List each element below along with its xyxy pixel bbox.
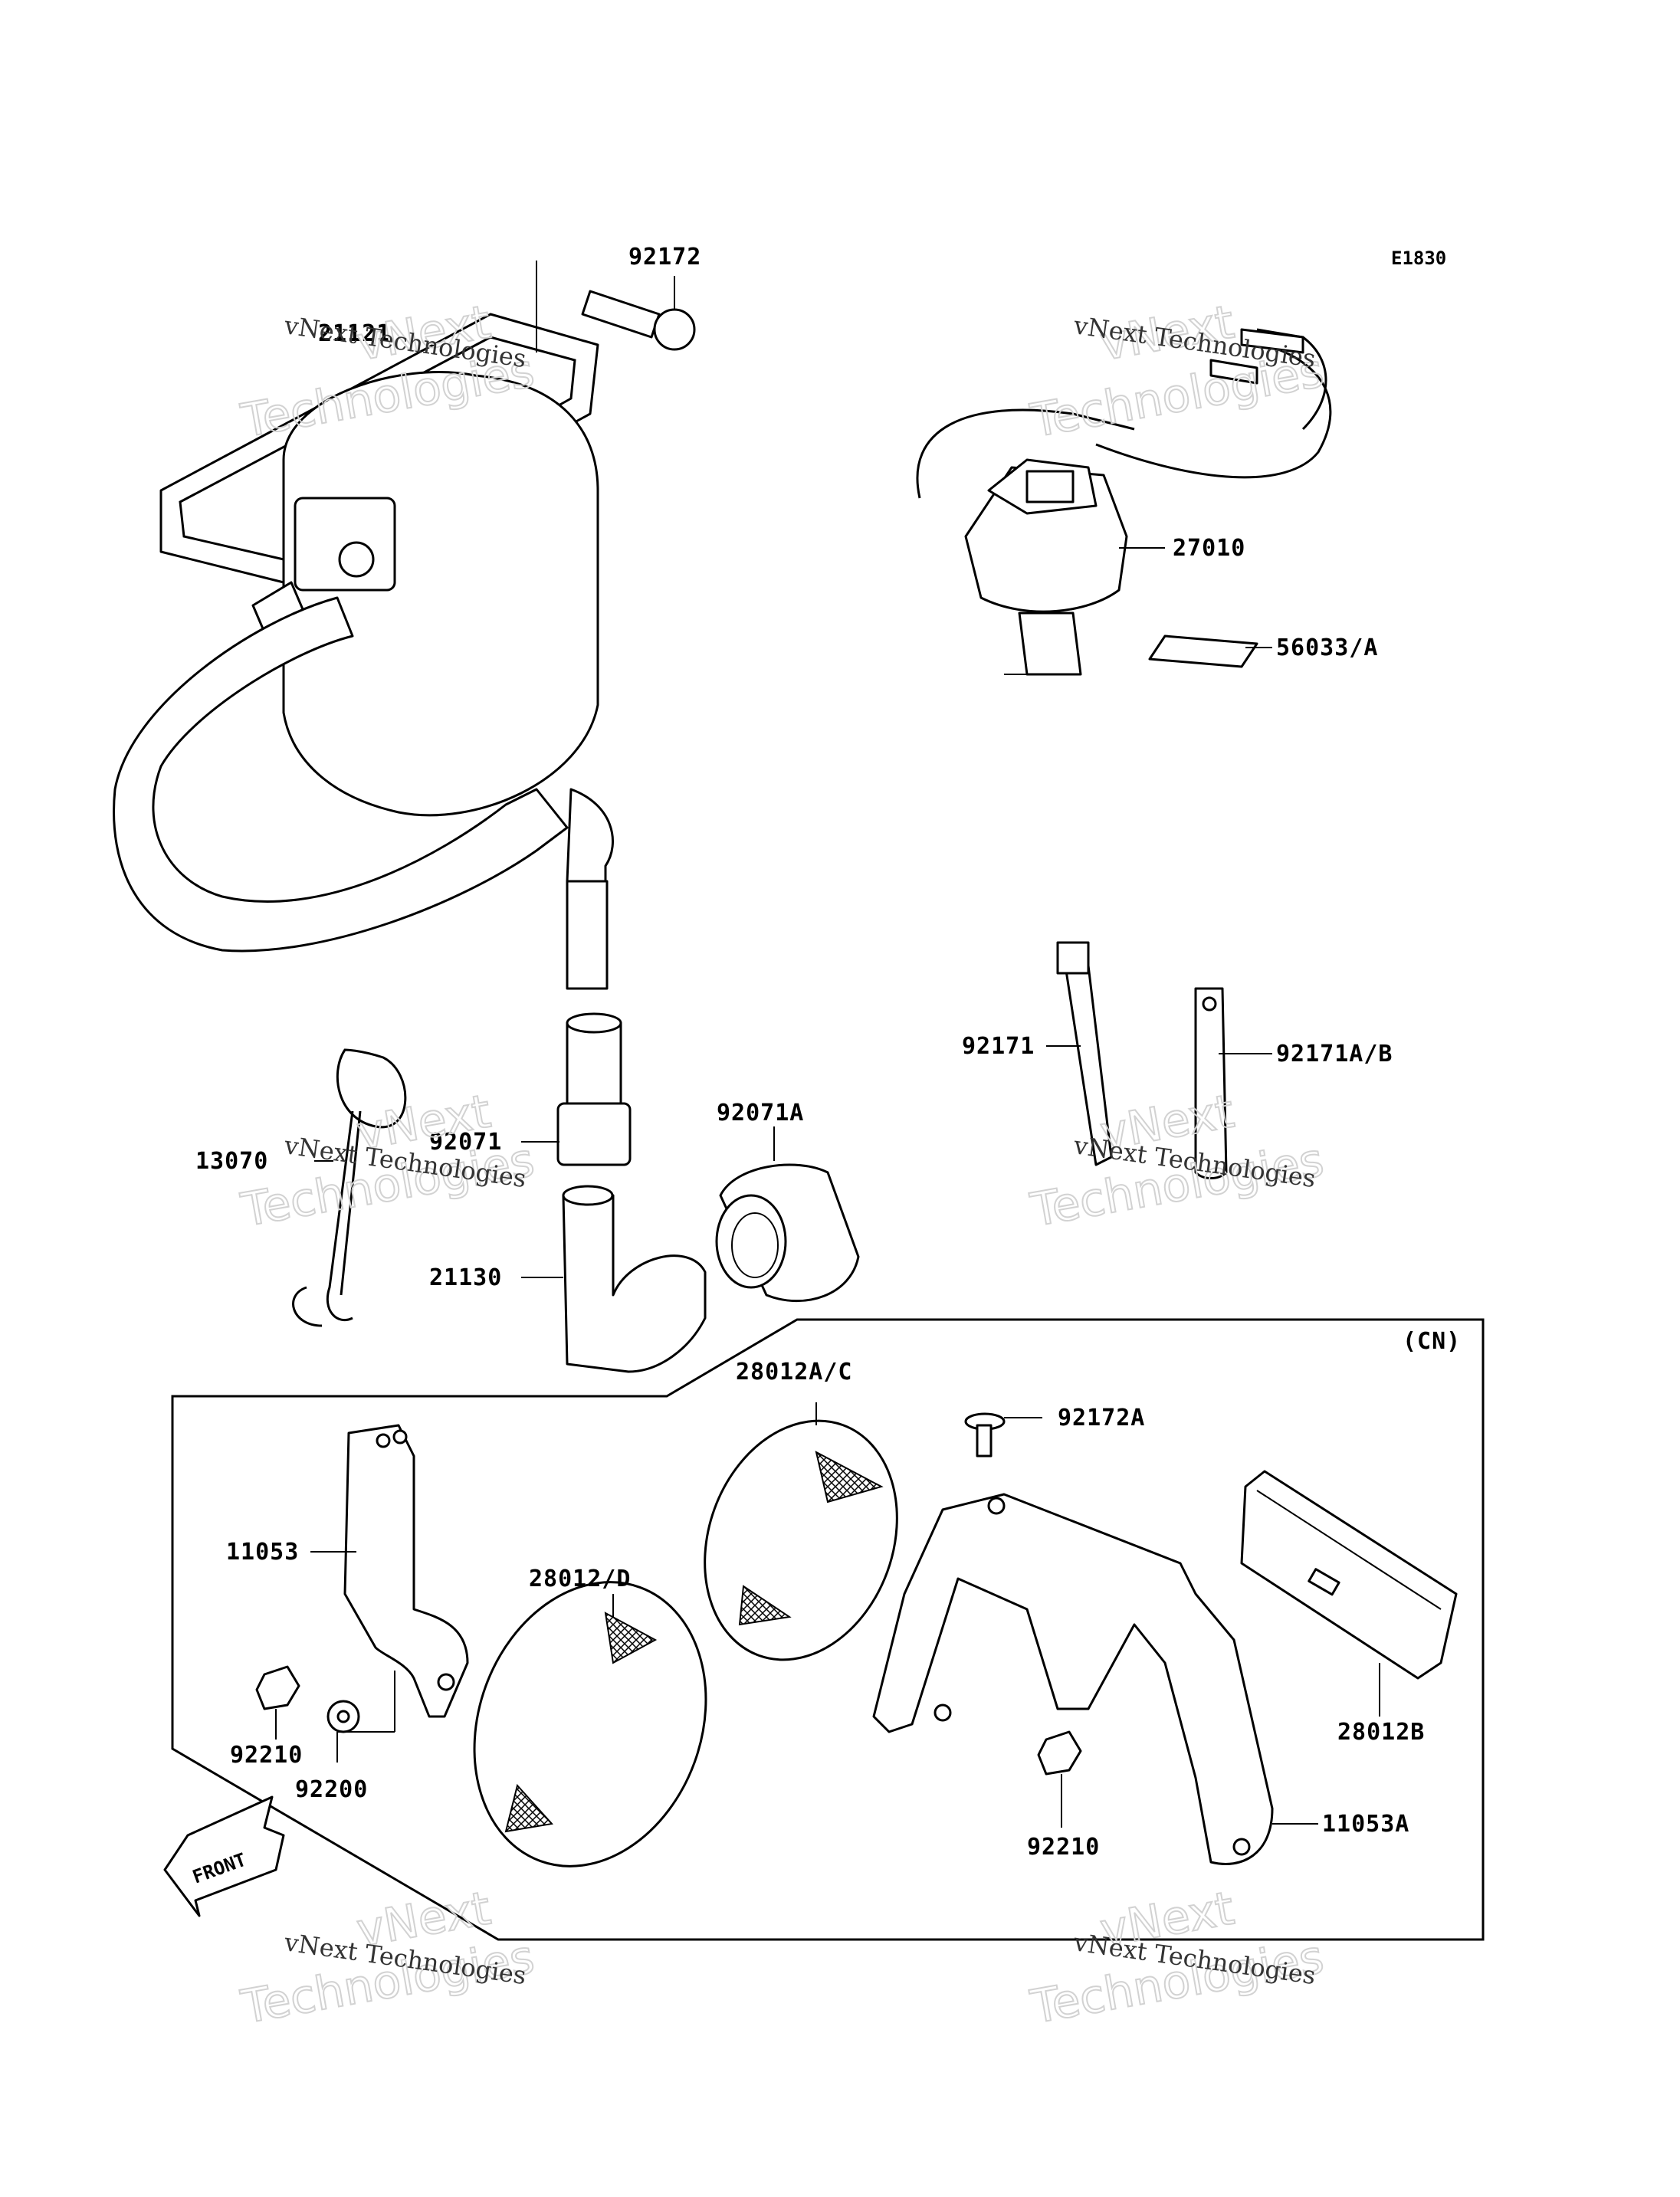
part-label-28012d: 28012/D [529,1566,631,1592]
watermark-middle-right: Technologies vNext vNext Technologies [1025,1084,1328,1238]
part-label-21130: 21130 [429,1264,502,1291]
watermark-middle-left: Technologies vNext vNext Technologies [236,1084,539,1238]
part-label-92210-left: 92210 [230,1742,303,1769]
screw-92172a-drawing [964,1412,1006,1458]
bracket-11053a-drawing [872,1493,1274,1865]
bands-92171-drawing [1056,941,1228,1179]
reflector-28012b-drawing [1240,1470,1458,1680]
watermark-top-right: Technologies vNext vNext Technologies [1025,294,1328,449]
switch-27010-drawing [916,328,1332,676]
part-label-21121: 21121 [318,320,391,347]
part-label-92071a: 92071A [717,1100,804,1126]
part-label-92171: 92171 [962,1033,1035,1060]
part-label-27010: 27010 [1173,535,1245,562]
region-label: (CN) [1403,1328,1461,1355]
cap-92071-drawing [556,1012,632,1166]
part-label-92200: 92200 [295,1776,368,1803]
reflector-28012d-drawing [473,1581,707,1867]
reflector-28012ac-drawing [704,1419,898,1661]
part-label-56033a: 56033/A [1276,635,1378,661]
part-label-92071: 92071 [429,1129,502,1156]
grommet-92071a-drawing [715,1163,860,1303]
nut-washer-drawing [255,1665,1082,1776]
watermark-bottom-right: Technologies vNext vNext Technologies [1025,1881,1328,2035]
part-label-11053a: 11053A [1322,1811,1409,1838]
part-label-11053: 11053 [226,1539,299,1566]
cap-21130-drawing [562,1185,707,1373]
front-arrow-icon: FRONT [163,1795,285,1917]
watermark-bottom-left: Technologies vNext vNext Technologies [236,1881,539,2035]
bolt-92172-drawing [536,261,696,353]
part-label-92210-right: 92210 [1027,1834,1100,1861]
diagram-code: E1830 [1391,248,1446,269]
leader-lines [275,276,1380,1828]
part-label-28012ac: 28012A/C [736,1359,853,1385]
cn-region-box [171,1318,1485,1941]
part-label-28012b: 28012B [1337,1719,1425,1746]
part-label-92172a: 92172A [1058,1405,1145,1431]
label-56033-drawing [1148,635,1258,668]
clip-13070-drawing [292,1048,407,1327]
ignition-coil-drawing [113,313,615,990]
part-label-13070: 13070 [195,1148,268,1175]
part-label-92171ab: 92171A/B [1276,1041,1393,1067]
part-label-92172: 92172 [628,244,701,271]
bracket-11053-drawing [343,1424,469,1718]
